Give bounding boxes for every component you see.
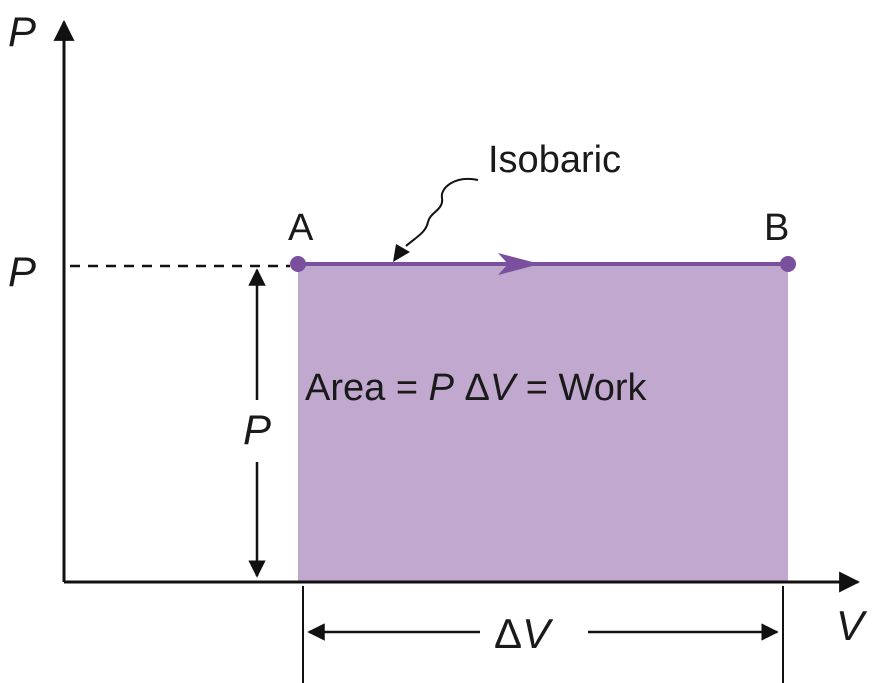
work-area-region	[298, 264, 788, 582]
process-direction-arrow	[498, 253, 540, 275]
isobaric-label: Isobaric	[488, 139, 621, 181]
point-a-dot	[290, 256, 306, 272]
isobaric-pointer-arrowhead	[393, 244, 410, 262]
point-b-dot	[780, 256, 796, 272]
height-dimension-label: P	[243, 406, 271, 453]
x-axis-label: V	[836, 602, 868, 649]
isobaric-pointer-squiggle	[405, 177, 479, 247]
pressure-value-label: P	[8, 248, 36, 295]
point-b-label: B	[764, 207, 789, 249]
width-dimension-label: ΔV	[494, 610, 554, 657]
point-a-label: A	[288, 207, 314, 249]
area-equation-label: Area = P ΔV = Work	[305, 367, 648, 409]
y-axis-label: P	[8, 8, 36, 55]
